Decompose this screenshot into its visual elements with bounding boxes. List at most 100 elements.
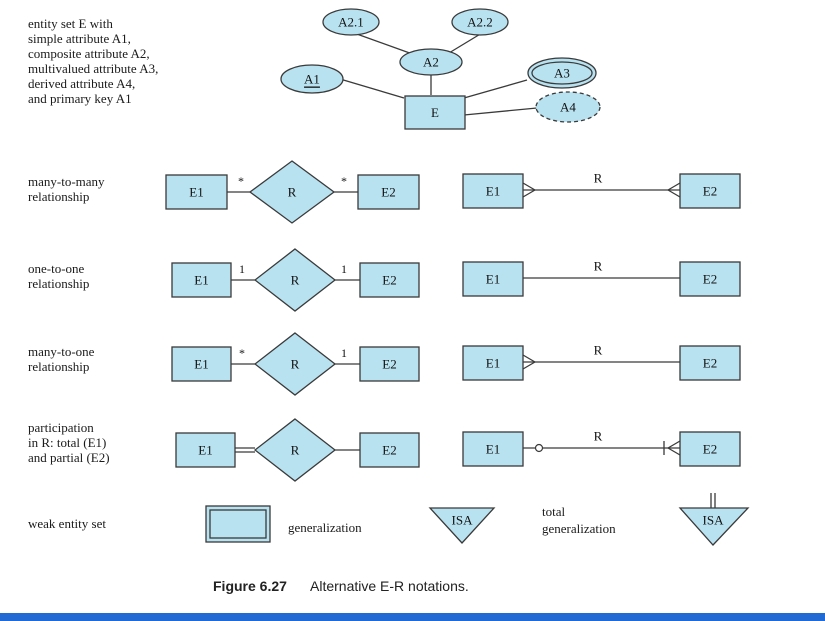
caption-number: Figure 6.27 bbox=[213, 578, 287, 594]
generalization-label: generalization bbox=[288, 520, 362, 535]
many_to_many-e1-box bbox=[165, 174, 228, 210]
many_to_many-r-diamond bbox=[248, 160, 336, 224]
one_to_one-e1-box bbox=[171, 262, 232, 298]
weak-entity-label: weak entity set bbox=[28, 516, 106, 531]
many_to_many-alt-e1-box-label: E1 bbox=[486, 184, 500, 199]
many_to_many-alt-e2-box-label: E2 bbox=[703, 184, 717, 199]
many_to_many-label-line: relationship bbox=[28, 189, 89, 204]
attributes-label-line: composite attribute A2, bbox=[28, 46, 150, 61]
participation-e1-box-label: E1 bbox=[198, 443, 212, 458]
many_to_many-right-cardinality: * bbox=[341, 174, 347, 188]
many_to_one-alt-e1-box-label: E1 bbox=[486, 356, 500, 371]
participation-alt-crow-right-prong-down bbox=[667, 447, 681, 456]
total-generalization-label-2: generalization bbox=[542, 521, 616, 536]
figure-caption: Figure 6.27 Alternative E-R notations. bbox=[213, 578, 469, 594]
participation-e2-box-label: E2 bbox=[382, 443, 396, 458]
many_to_one-left-cardinality: * bbox=[239, 346, 245, 360]
many_to_one-r-diamond bbox=[253, 332, 337, 396]
one_to_one-alt-e2-box-label: E2 bbox=[703, 272, 717, 287]
many_to_many-alt-r-label: R bbox=[594, 171, 603, 186]
participation-r-diamond-label: R bbox=[291, 443, 300, 458]
link-a21-a2 bbox=[353, 32, 419, 57]
one_to_one-e2-box-label: E2 bbox=[382, 273, 396, 288]
isa-triangle bbox=[428, 507, 496, 544]
many_to_one-alt-e2-box-label: E2 bbox=[703, 356, 717, 371]
many_to_many-alt-e1-box bbox=[462, 173, 524, 209]
participation-alt-e2-box bbox=[679, 431, 741, 467]
attr-a2-ellipse bbox=[399, 48, 463, 76]
link-a1-e bbox=[339, 78, 405, 99]
many_to_many-alt-crow-right-prong-down bbox=[667, 189, 681, 198]
many_to_many-left-cardinality: * bbox=[238, 174, 244, 188]
many_to_one-r-diamond-label: R bbox=[291, 357, 300, 372]
participation-e2-box bbox=[359, 432, 420, 468]
one_to_one-alt-e1-box-label: E1 bbox=[486, 272, 500, 287]
many_to_many-alt-e2-box bbox=[679, 173, 741, 209]
attr-a21-ellipse bbox=[322, 8, 380, 36]
participation-alt-e1-box-label: E1 bbox=[486, 442, 500, 457]
one_to_one-label-line: relationship bbox=[28, 276, 89, 291]
many_to_one-alt-e2-box bbox=[679, 345, 741, 381]
participation-alt-e2-box-label: E2 bbox=[703, 442, 717, 457]
many_to_many-alt-crow-left-prong-down bbox=[522, 189, 536, 198]
footer-bar bbox=[0, 613, 825, 621]
participation-alt-optional-circle bbox=[534, 443, 544, 453]
isa-label: ISA bbox=[452, 513, 474, 528]
participation-alt-crow-right-prong-up bbox=[667, 440, 681, 449]
attributes-label-line: multivalued attribute A3, bbox=[28, 61, 158, 76]
many_to_many-e2-box-label: E2 bbox=[381, 185, 395, 200]
attributes-label-line: and primary key A1 bbox=[28, 91, 132, 106]
many_to_one-e1-box-label: E1 bbox=[194, 357, 208, 372]
attr-a3-ellipse-label: A3 bbox=[554, 66, 570, 81]
many_to_one-alt-crow-left-prong-up bbox=[522, 354, 536, 363]
one_to_one-left-cardinality: 1 bbox=[239, 262, 245, 276]
attr-a1-ellipse-label: A1 bbox=[304, 72, 320, 87]
one_to_one-label-line: one-to-one bbox=[28, 261, 85, 276]
attr-a21-ellipse-label: A2.1 bbox=[338, 15, 364, 30]
one_to_one-alt-e2-box bbox=[679, 261, 741, 297]
participation-e1-box bbox=[175, 432, 236, 468]
many_to_many-e1-box-label: E1 bbox=[189, 185, 203, 200]
many_to_one-alt-r-label: R bbox=[594, 343, 603, 358]
total-isa-label: ISA bbox=[703, 513, 725, 528]
participation-label-line: and partial (E2) bbox=[28, 450, 110, 465]
many_to_one-e2-box-label: E2 bbox=[382, 357, 396, 372]
one_to_one-e1-box-label: E1 bbox=[194, 273, 208, 288]
attr-a4-ellipse bbox=[535, 91, 601, 123]
one_to_one-r-diamond-label: R bbox=[291, 273, 300, 288]
link-a4-e bbox=[463, 107, 538, 116]
participation-label-line: participation bbox=[28, 420, 94, 435]
many_to_many-r-diamond-label: R bbox=[288, 185, 297, 200]
many_to_one-alt-e1-box bbox=[462, 345, 524, 381]
weak-entity-box bbox=[205, 505, 271, 543]
attr-a4-ellipse-label: A4 bbox=[560, 100, 576, 115]
weak-entity-box-inner bbox=[209, 509, 267, 539]
entity-e-label: E bbox=[431, 105, 439, 120]
one_to_one-right-cardinality: 1 bbox=[341, 262, 347, 276]
participation-r-diamond bbox=[253, 418, 337, 482]
many_to_one-e1-box bbox=[171, 346, 232, 382]
many_to_one-right-cardinality: 1 bbox=[341, 346, 347, 360]
entity-e bbox=[404, 95, 466, 130]
attr-a22-ellipse-label: A2.2 bbox=[467, 15, 493, 30]
total-isa-triangle bbox=[678, 507, 750, 546]
total-generalization-label-1: total bbox=[542, 504, 565, 519]
participation-label-line: in R: total (E1) bbox=[28, 435, 106, 450]
one_to_one-e2-box bbox=[359, 262, 420, 298]
participation-alt-e1-box bbox=[462, 431, 524, 467]
attr-a2-ellipse-label: A2 bbox=[423, 55, 439, 70]
many_to_many-label-line: many-to-many bbox=[28, 174, 105, 189]
attr-a1-ellipse bbox=[280, 64, 344, 94]
one_to_one-alt-r-label: R bbox=[594, 259, 603, 274]
many_to_many-alt-crow-right-prong-up bbox=[667, 182, 681, 191]
many_to_one-e2-box bbox=[359, 346, 420, 382]
attributes-label-line: entity set E with bbox=[28, 16, 113, 31]
many_to_one-label-line: many-to-one bbox=[28, 344, 95, 359]
attributes-label-line: derived attribute A4, bbox=[28, 76, 135, 91]
one_to_one-alt-e1-box bbox=[462, 261, 524, 297]
many_to_many-e2-box bbox=[357, 174, 420, 210]
many_to_many-alt-crow-left-prong-up bbox=[522, 182, 536, 191]
